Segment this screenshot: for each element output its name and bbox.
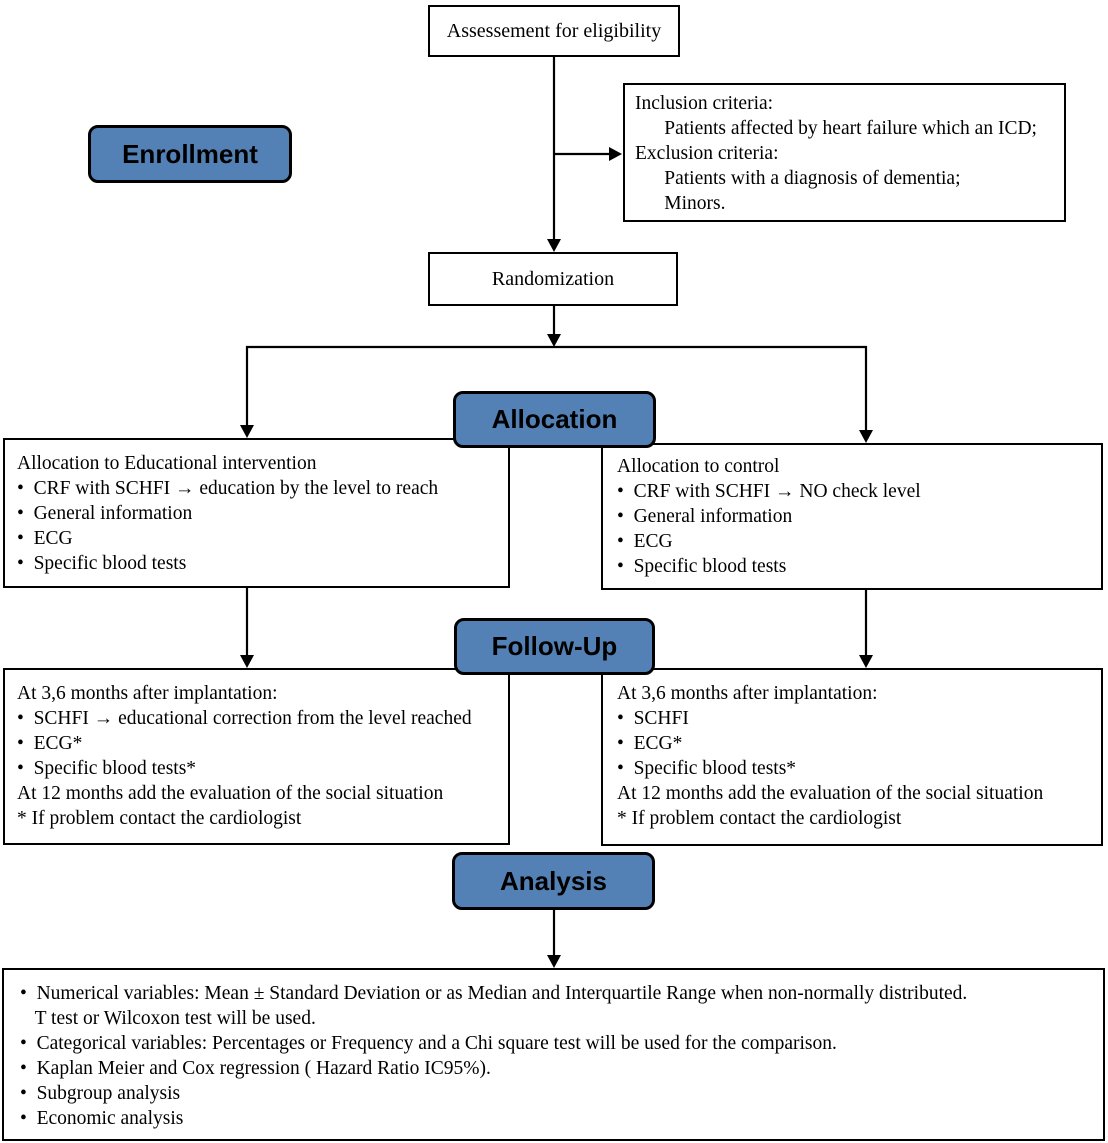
arrowhead-criteria [609, 147, 622, 161]
stage-allocation-label: Allocation [491, 404, 618, 434]
text-line: • Specific blood tests* [17, 758, 197, 779]
allocation-control-box: Allocation to control • CRF with SCHFI →… [601, 443, 1103, 590]
text-line: * If problem contact the cardiologist [617, 808, 902, 829]
text-line: • SCHFI → educational correction from th… [17, 708, 472, 729]
text-line: At 3,6 months after implantation: [617, 683, 878, 704]
text-line: • CRF with SCHFI → NO check level [617, 481, 921, 502]
arrowhead-split [547, 334, 561, 347]
text-line: Minors. [635, 193, 726, 214]
allocation-intervention-box: Allocation to Educational intervention •… [3, 438, 510, 588]
text-line: • Specific blood tests* [617, 758, 797, 779]
text-line: • ECG [617, 531, 673, 552]
text-line: • General information [17, 503, 193, 524]
eligibility-label: Assessement for eligibility [446, 19, 662, 42]
stage-enrollment-label: Enrollment [122, 138, 258, 169]
arrowhead-alloc-left [240, 425, 254, 438]
arrowhead-fu-left [240, 655, 254, 668]
stage-allocation: Allocation [453, 391, 656, 448]
analysis-methods-box: • Numerical variables: Mean ± Standard D… [2, 968, 1105, 1141]
text-line: T test or Wilcoxon test will be used. [20, 1008, 316, 1029]
arrowhead-randomization [547, 239, 561, 252]
arrowhead-fu-right [859, 655, 873, 668]
text-line: Inclusion criteria: [635, 93, 774, 114]
text-line: • Subgroup analysis [20, 1083, 181, 1104]
text-line: • Numerical variables: Mean ± Standard D… [20, 983, 968, 1004]
text-line: At 12 months add the evaluation of the s… [17, 783, 444, 804]
text-line: • Categorical variables: Percentages or … [20, 1033, 837, 1054]
text-line: • Specific blood tests [617, 556, 787, 577]
text-line: • SCHFI [617, 708, 689, 729]
stage-enrollment: Enrollment [88, 125, 292, 183]
stage-analysis: Analysis [452, 852, 655, 910]
followup-intervention-box: At 3,6 months after implantation: • SCHF… [3, 668, 510, 845]
stage-followup: Follow-Up [454, 618, 655, 675]
text-line: • Specific blood tests [17, 553, 187, 574]
text-line: • ECG [17, 528, 73, 549]
followup-control-box: At 3,6 months after implantation: • SCHF… [601, 668, 1103, 846]
text-line: Patients affected by heart failure which… [635, 118, 1037, 139]
text-line: • ECG* [617, 733, 683, 754]
text-line: • CRF with SCHFI → education by the leve… [17, 478, 439, 499]
text-line: • Kaplan Meier and Cox regression ( Haza… [20, 1058, 491, 1079]
eligibility-box: Assessement for eligibility [428, 5, 680, 57]
text-line: • Economic analysis [20, 1108, 184, 1129]
text-line: * If problem contact the cardiologist [17, 808, 302, 829]
text-line: At 12 months add the evaluation of the s… [617, 783, 1044, 804]
arrowhead-alloc-right [859, 430, 873, 443]
text-line: At 3,6 months after implantation: [17, 683, 278, 704]
text-line: • ECG* [17, 733, 83, 754]
text-line: Exclusion criteria: [635, 143, 779, 164]
arrowhead-final [547, 955, 561, 968]
text-line: • General information [617, 506, 793, 527]
randomization-label: Randomization [491, 267, 615, 290]
criteria-box: Inclusion criteria: Patients affected by… [623, 83, 1066, 222]
text-line: Patients with a diagnosis of dementia; [635, 168, 961, 189]
text-line: Allocation to control [617, 456, 780, 477]
randomization-box: Randomization [428, 252, 678, 306]
text-line: Allocation to Educational intervention [17, 453, 317, 474]
stage-followup-label: Follow-Up [491, 631, 618, 661]
stage-analysis-label: Analysis [500, 865, 607, 896]
